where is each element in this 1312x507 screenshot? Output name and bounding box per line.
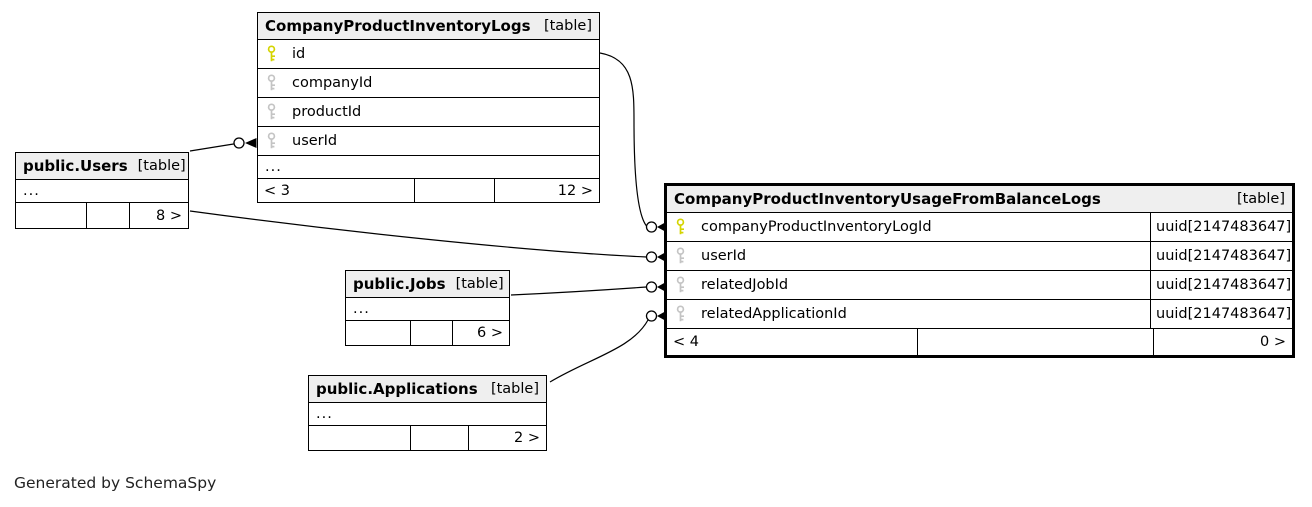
foreign-key-icon <box>675 305 686 323</box>
column-name: companyProductInventoryLogId <box>701 219 932 235</box>
column-row-product-id[interactable]: productId <box>258 98 599 127</box>
column-type: uuid[2147483647] <box>1150 213 1292 241</box>
column-row-related-job-id[interactable]: relatedJobId uuid[2147483647] <box>667 271 1292 300</box>
column-name: relatedApplicationId <box>701 306 847 322</box>
fk-connector-applications-to-usage <box>549 310 666 383</box>
table-public-users: public.Users [table] ... 8 > <box>15 152 189 229</box>
fk-connector-inventorylog-to-usage <box>599 52 666 233</box>
column-type: uuid[2147483647] <box>1150 242 1292 270</box>
footer-spacer <box>410 321 452 345</box>
table-header[interactable]: public.Jobs [table] <box>346 271 509 298</box>
foreign-key-icon <box>675 247 686 265</box>
table-company-product-inventory-logs: CompanyProductInventoryLogs [table] id c… <box>257 12 600 203</box>
fk-connector-users-to-usage <box>189 210 666 263</box>
table-public-jobs: public.Jobs [table] ... 6 > <box>345 270 510 346</box>
foreign-key-icon <box>266 103 277 121</box>
parent-count <box>309 426 410 450</box>
hidden-columns-ellipsis: ... <box>16 180 188 203</box>
table-type-tag: [table] <box>137 158 186 174</box>
parent-count <box>16 203 86 228</box>
table-header[interactable]: CompanyProductInventoryLogs [table] <box>258 13 599 40</box>
child-count: 6 > <box>452 321 509 345</box>
parent-count: < 4 <box>673 334 699 350</box>
generator-credit: Generated by SchemaSpy <box>14 474 217 492</box>
child-count: 0 > <box>1153 329 1292 355</box>
fk-connector-users-to-inventorylog <box>189 137 257 152</box>
column-row-user-id[interactable]: userId <box>258 127 599 156</box>
column-row-user-id[interactable]: userId uuid[2147483647] <box>667 242 1292 271</box>
column-name: id <box>292 46 306 62</box>
parent-count: < 3 <box>264 182 290 199</box>
hidden-columns-ellipsis: ... <box>309 403 546 426</box>
table-footer: 8 > <box>16 203 188 228</box>
fk-connector-jobs-to-usage <box>510 281 666 296</box>
table-title: CompanyProductInventoryLogs <box>265 17 531 35</box>
table-public-applications: public.Applications [table] ... 2 > <box>308 375 547 451</box>
footer-spacer <box>414 179 494 202</box>
column-type: uuid[2147483647] <box>1150 300 1292 328</box>
footer-spacer <box>86 203 129 228</box>
column-row-company-product-inventory-log-id[interactable]: companyProductInventoryLogId uuid[214748… <box>667 213 1292 242</box>
table-title: CompanyProductInventoryUsageFromBalanceL… <box>674 190 1101 208</box>
table-header[interactable]: public.Users [table] <box>16 153 188 180</box>
primary-key-icon <box>675 218 686 236</box>
column-name: userId <box>701 248 747 264</box>
foreign-key-icon <box>675 276 686 294</box>
column-name: userId <box>292 133 338 149</box>
child-count: 8 > <box>129 203 188 228</box>
table-title: public.Users <box>23 157 128 175</box>
table-footer: 6 > <box>346 321 509 345</box>
table-title: public.Applications <box>316 380 478 398</box>
column-row-company-id[interactable]: companyId <box>258 69 599 98</box>
table-header[interactable]: CompanyProductInventoryUsageFromBalanceL… <box>667 186 1292 213</box>
primary-key-icon <box>266 45 277 63</box>
table-footer: < 3 12 > <box>258 179 599 202</box>
child-count: 2 > <box>468 426 546 450</box>
child-count: 12 > <box>494 179 599 202</box>
footer-spacer <box>917 329 1153 355</box>
table-type-tag: [table] <box>1236 191 1285 207</box>
column-name: relatedJobId <box>701 277 789 293</box>
hidden-columns-ellipsis: ... <box>258 156 599 179</box>
footer-spacer <box>410 426 468 450</box>
table-company-product-inventory-usage-from-balance-logs: CompanyProductInventoryUsageFromBalanceL… <box>664 183 1295 358</box>
column-row-related-application-id[interactable]: relatedApplicationId uuid[2147483647] <box>667 300 1292 329</box>
table-footer: 2 > <box>309 426 546 450</box>
foreign-key-icon <box>266 74 277 92</box>
table-header[interactable]: public.Applications [table] <box>309 376 546 403</box>
column-name: productId <box>292 104 362 120</box>
table-type-tag: [table] <box>490 381 539 397</box>
hidden-columns-ellipsis: ... <box>346 298 509 321</box>
foreign-key-icon <box>266 132 277 150</box>
parent-count <box>346 321 410 345</box>
table-title: public.Jobs <box>353 275 446 293</box>
column-type: uuid[2147483647] <box>1150 271 1292 299</box>
column-row-id[interactable]: id <box>258 40 599 69</box>
table-type-tag: [table] <box>455 276 504 292</box>
table-footer: < 4 0 > <box>667 329 1292 355</box>
column-name: companyId <box>292 75 373 91</box>
table-type-tag: [table] <box>543 18 592 34</box>
